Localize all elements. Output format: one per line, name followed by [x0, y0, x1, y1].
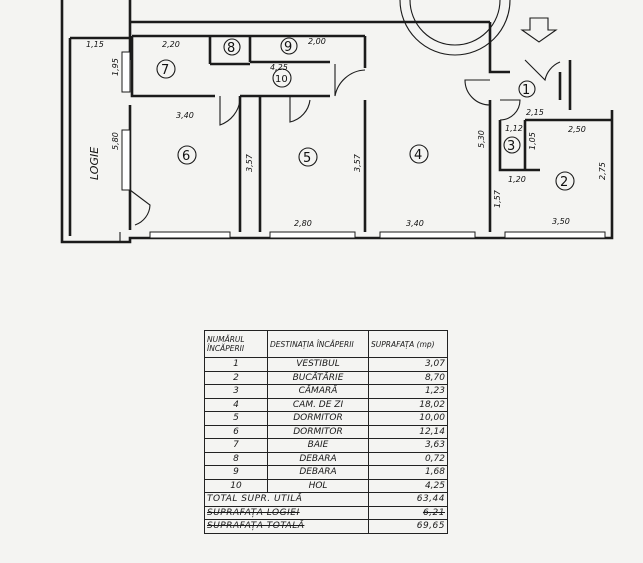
row-area: 10,00: [368, 411, 448, 426]
row-area: 4,25: [368, 478, 448, 493]
row-number: 4: [204, 397, 268, 412]
logia-area-label: SUPRAFAȚA LOGIEI: [204, 505, 369, 520]
logia-area-row: SUPRAFAȚA LOGIEI 6,21: [204, 505, 448, 520]
logia-label: LOGIE: [88, 147, 101, 180]
room-number: 10: [275, 74, 288, 85]
row-destination: DORMITOR: [267, 424, 369, 439]
room-number: 1: [522, 83, 530, 98]
row-number: 10: [204, 478, 268, 493]
room-number: 3: [507, 139, 515, 154]
row-number: 7: [204, 438, 268, 453]
dimension: 1,05: [528, 132, 537, 150]
row-area: 0,72: [368, 451, 448, 466]
room-number: 4: [414, 148, 422, 163]
row-destination: HOL: [267, 478, 369, 493]
row-destination: VESTIBUL: [267, 357, 369, 372]
row-destination: BAIE: [267, 438, 369, 453]
dimension: 3,40: [406, 219, 424, 228]
room-number: 2: [560, 175, 568, 190]
row-number: 2: [204, 370, 268, 385]
dimension: 1,15: [86, 40, 104, 49]
row-destination: CAM. DE ZI: [267, 397, 369, 412]
room-number: 7: [161, 63, 169, 78]
row-number: 1: [204, 357, 268, 372]
dimension: 2,80: [294, 219, 312, 228]
dimension: 2,75: [598, 162, 607, 180]
dimension: 4,25: [270, 63, 288, 72]
row-area: 1,23: [368, 384, 448, 399]
row-number: 3: [204, 384, 268, 399]
room-number: 5: [303, 151, 311, 166]
row-number: 9: [204, 465, 268, 480]
dimension: 5,80: [111, 132, 120, 150]
row-area: 3,07: [368, 357, 448, 372]
dimension: 5,30: [477, 130, 486, 148]
stamp: [399, 0, 511, 56]
dimension: 1,95: [111, 58, 120, 76]
dimension: 1,12: [505, 124, 523, 133]
dimension: 2,15: [526, 108, 544, 117]
plan-doors: [119, 59, 561, 242]
floor-plan: LOGIE 1 2 3 4 5 6 7 8 9 10 1,15 2,20 2,0…: [60, 0, 614, 244]
row-number: 8: [204, 451, 268, 466]
total-util-value: 63,44: [368, 492, 448, 507]
dimension: 1,57: [493, 189, 502, 208]
header-room-area: SUPRAFAȚA (mp): [368, 330, 448, 358]
dimension-labels: 1,15 2,20 2,00 4,25 1,95 5,80 3,40 3,57 …: [86, 37, 607, 228]
row-area: 3,63: [368, 438, 448, 453]
dimension: 3,57: [245, 153, 254, 172]
header-room-number: NUMĂRUL ÎNCĂPERII: [204, 330, 268, 358]
plan-windows: [121, 51, 606, 239]
total-area-value: 69,65: [368, 519, 448, 534]
row-area: 12,14: [368, 424, 448, 439]
entrance-arrow-icon: [520, 17, 558, 43]
logia-area-value: 6,21: [368, 505, 448, 520]
row-area: 1,68: [368, 465, 448, 480]
plan-walls: [60, 0, 614, 244]
row-area: 18,02: [368, 397, 448, 412]
row-number: 5: [204, 411, 268, 426]
row-destination: DEBARA: [267, 465, 369, 480]
row-destination: BUCĂTĂRIE: [267, 370, 369, 385]
room-numbers: 1 2 3 4 5 6 7 8 9 10: [156, 37, 575, 191]
row-area: 8,70: [368, 370, 448, 385]
total-util-label: TOTAL SUPR. UTILĂ: [204, 492, 369, 507]
total-area-row: SUPRAFAȚA TOTALĂ 69,65: [204, 519, 448, 534]
row-number: 6: [204, 424, 268, 439]
room-number: 8: [227, 41, 235, 56]
row-destination: DORMITOR: [267, 411, 369, 426]
header-room-destination: DESTINAȚIA ÎNCĂPERII: [267, 330, 369, 358]
dimension: 2,00: [308, 37, 326, 46]
table-header-row: NUMĂRUL ÎNCĂPERII DESTINAȚIA ÎNCĂPERII S…: [204, 330, 448, 358]
dimension: 2,20: [162, 40, 180, 49]
dimension: 1,20: [508, 175, 526, 184]
dimension: 3,57: [353, 153, 362, 172]
dimension: 3,50: [552, 217, 570, 226]
rooms-table: NUMĂRUL ÎNCĂPERII DESTINAȚIA ÎNCĂPERII S…: [204, 330, 448, 534]
room-number: 6: [182, 149, 190, 164]
total-area-label: SUPRAFAȚA TOTALĂ: [204, 519, 369, 534]
row-destination: CĂMARĂ: [267, 384, 369, 399]
dimension: 2,50: [568, 125, 586, 134]
total-util-row: TOTAL SUPR. UTILĂ 63,44: [204, 492, 448, 507]
row-destination: DEBARA: [267, 451, 369, 466]
dimension: 3,40: [176, 111, 194, 120]
room-number: 9: [284, 40, 292, 55]
